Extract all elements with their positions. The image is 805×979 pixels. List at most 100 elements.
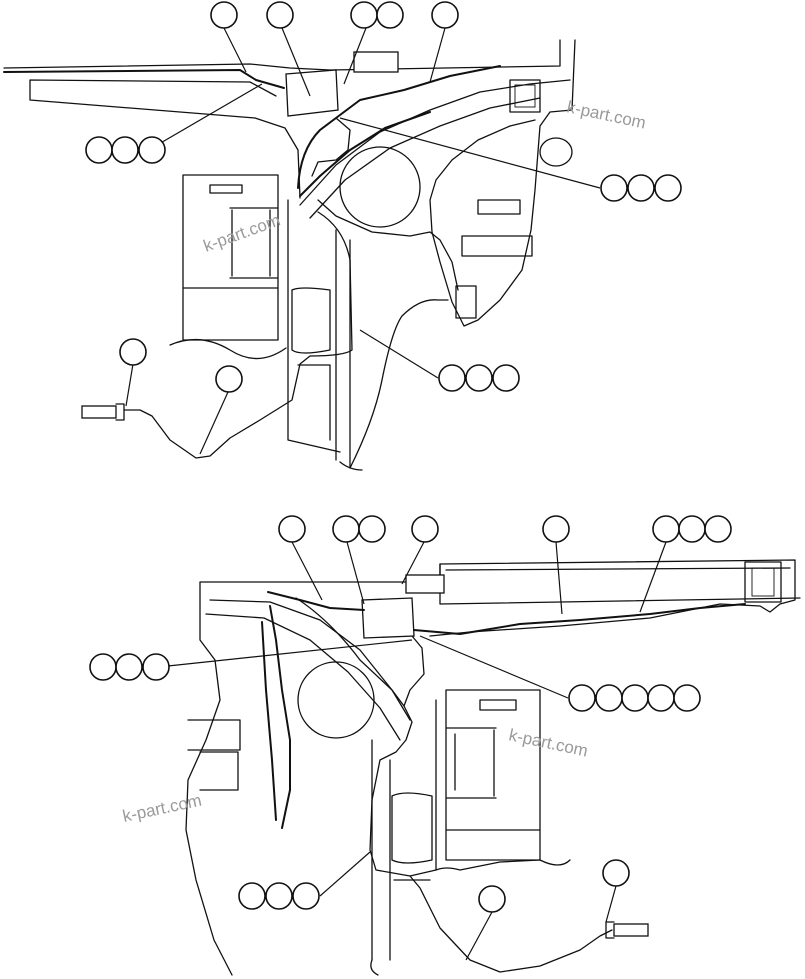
watermark: k-part.com [507, 725, 589, 760]
top-view [3, 39, 576, 471]
callout-bubble [215, 365, 243, 393]
watermark: k-part.com [565, 97, 647, 132]
callout-bubble [542, 515, 570, 543]
callout-bubble [431, 1, 459, 29]
leader [555, 541, 563, 615]
bottom-sensor-head [605, 921, 615, 939]
leader [639, 541, 667, 613]
callout-bubbles [85, 1, 732, 913]
callout-bubble [704, 515, 732, 543]
callout-bubble [142, 653, 170, 681]
bottom-sensor-body [613, 923, 649, 937]
top-harness-branch [311, 117, 459, 291]
leader [199, 391, 229, 455]
callout-bubble [89, 653, 117, 681]
callout-bubble [238, 882, 266, 910]
leader [319, 851, 371, 897]
callout-bubble [492, 364, 520, 392]
callout-bubble [115, 653, 143, 681]
callout-bubble [350, 1, 378, 29]
bottom-pillar-lower [370, 859, 541, 976]
callout-bubble [119, 338, 147, 366]
callout-bubble [478, 885, 506, 913]
top-wheel-arch [299, 79, 571, 219]
top-square-cover [509, 79, 541, 113]
bottom-view [185, 559, 801, 976]
callout-bubble [621, 684, 649, 712]
leader [465, 911, 493, 961]
top-pillar-lower [349, 299, 449, 469]
leader [359, 329, 439, 379]
bottom-end-inner [751, 567, 775, 597]
watermarks: k-part.com k-part.com k-part.com k-part.… [121, 97, 648, 826]
leader [339, 117, 601, 189]
top-axle-cut [339, 461, 363, 471]
bottom-beam [439, 563, 801, 605]
callout-bubble [210, 1, 238, 29]
top-bracket [455, 199, 533, 319]
callout-bubble [602, 859, 630, 887]
callout-bubble [85, 136, 113, 164]
top-junction-box [285, 69, 339, 117]
bottom-harness-diag [295, 597, 613, 973]
callout-bubble [332, 515, 360, 543]
callout-bubble [595, 684, 623, 712]
top-harness-main [3, 65, 501, 197]
leader [605, 885, 617, 923]
callout-bubble [600, 174, 628, 202]
leader-lines [125, 27, 667, 961]
leader [281, 27, 311, 97]
bottom-control-box [445, 689, 541, 861]
callout-bubble [265, 882, 293, 910]
leader [343, 27, 367, 85]
callout-bubble [138, 136, 166, 164]
callout-bubble [358, 515, 386, 543]
callout-bubble [673, 684, 701, 712]
callout-bubble [111, 136, 139, 164]
leader [223, 27, 247, 73]
callout-bubble [411, 515, 439, 543]
bottom-harness-main [267, 591, 746, 635]
bottom-harness-left [261, 605, 291, 829]
top-round-housing [339, 146, 421, 228]
leader [291, 541, 323, 601]
callout-bubble [376, 1, 404, 29]
leader [429, 27, 446, 83]
watermark: k-part.com [121, 791, 203, 826]
leader [151, 83, 263, 149]
bottom-round-housing [297, 661, 375, 739]
callout-bubble [438, 364, 466, 392]
callout-bubble [647, 684, 675, 712]
leader [346, 541, 365, 605]
top-pillar [287, 199, 351, 469]
top-frame-outline [3, 39, 576, 327]
bottom-left-bracket [187, 719, 241, 791]
leader [401, 541, 425, 585]
top-deck [29, 79, 301, 199]
callout-bubble [678, 515, 706, 543]
top-cap [539, 137, 573, 167]
callout-bubble [278, 515, 306, 543]
callout-bubble [465, 364, 493, 392]
leader [125, 363, 134, 407]
top-sensor-body [81, 405, 117, 419]
callout-bubble [652, 515, 680, 543]
callout-bubble [568, 684, 596, 712]
bottom-frame-outline [185, 559, 796, 976]
callout-bubble [627, 174, 655, 202]
top-control-box [182, 174, 279, 341]
bottom-pillar [371, 699, 437, 961]
bottom-relay [405, 574, 445, 594]
top-sensor-head [115, 403, 125, 421]
leader [419, 635, 569, 699]
leader [167, 639, 413, 667]
top-fender-curve [169, 338, 287, 360]
bottom-fender-curve [539, 859, 571, 866]
callout-bubble [292, 882, 320, 910]
bottom-harness-up [403, 635, 425, 707]
top-square-cover-inner [514, 84, 536, 108]
bottom-end-block [744, 561, 782, 603]
callout-bubble [266, 1, 294, 29]
bottom-junction-box [361, 597, 415, 639]
top-harness-down [123, 211, 353, 459]
